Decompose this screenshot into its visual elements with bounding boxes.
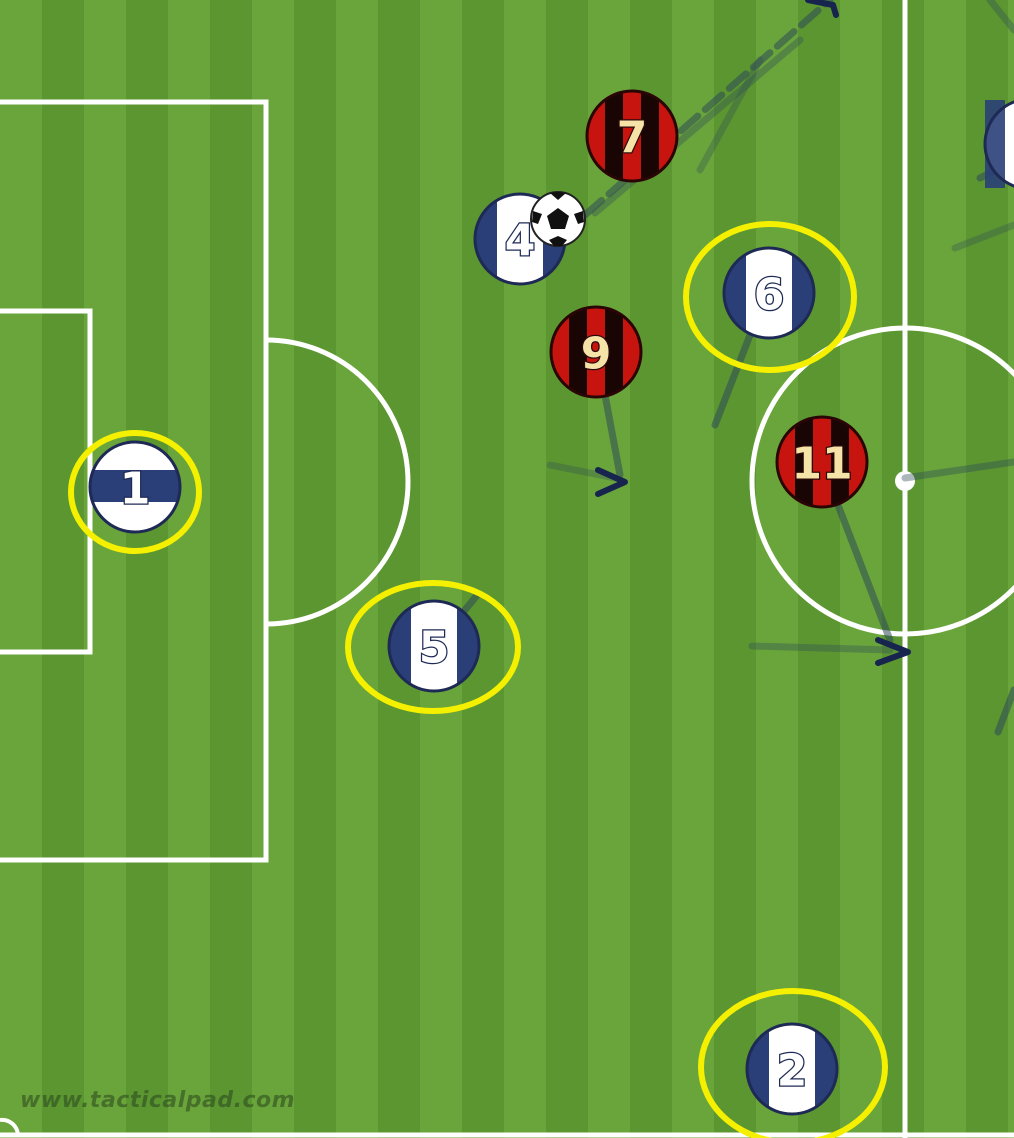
highlight-ring-5 [345, 580, 521, 714]
player-number: 1 [120, 464, 151, 515]
player-number: 2 [777, 1046, 808, 1097]
penalty-area [0, 99, 269, 863]
player-away-11[interactable]: 11 [775, 415, 869, 515]
player-home-6[interactable]: 6 [722, 245, 816, 345]
highlight-ring-2 [698, 988, 888, 1138]
player-away-9[interactable]: 9 [549, 305, 643, 405]
player-home-partial[interactable] [983, 99, 1014, 189]
highlight-rings [68, 221, 888, 1138]
highlight-ring-6 [683, 221, 857, 373]
center-circle [749, 325, 1014, 637]
arrow-head-icon [595, 0, 911, 666]
watermark: www.tacticalpad.com [20, 1088, 296, 1113]
player-away-7[interactable]: 7 [585, 88, 679, 188]
player-number: 5 [419, 623, 450, 674]
player-home-1[interactable]: 1 [88, 440, 182, 534]
player-number: 9 [581, 329, 612, 380]
corner-arc [0, 1117, 20, 1136]
player-number: 4 [505, 216, 536, 267]
player-number: 6 [754, 270, 785, 321]
center-spot [895, 471, 915, 491]
penalty-arc [265, 337, 411, 627]
soccer-ball-icon[interactable] [530, 191, 586, 247]
player-number: 11 [791, 439, 852, 490]
player-home-5[interactable]: 5 [387, 598, 481, 698]
player-home-2[interactable]: 2 [745, 1020, 839, 1120]
player-number: 7 [617, 113, 648, 164]
highlight-ring-1 [68, 430, 202, 554]
